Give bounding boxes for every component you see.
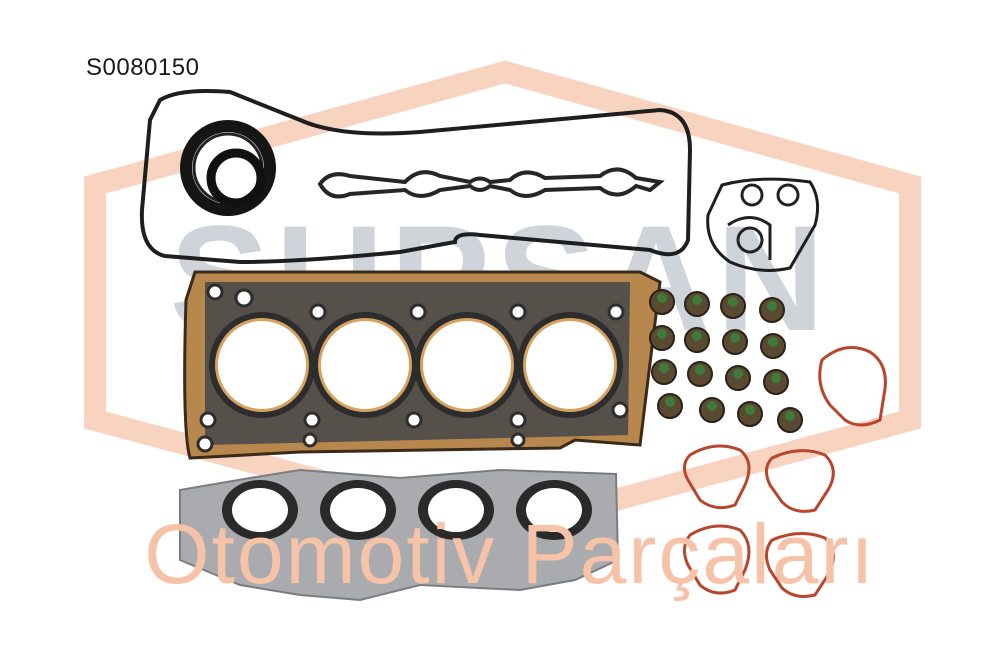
product-code: S0080150: [86, 54, 200, 81]
head-bolt-holes: [196, 283, 629, 453]
timing-cover-gasket: [706, 177, 820, 272]
spark-plug-seal-strip: [317, 167, 665, 199]
intake-gaskets: [683, 346, 887, 598]
valve-cover-gasket: [139, 89, 693, 265]
cylinder-bores: [209, 312, 623, 418]
watermark-hexagon: [84, 60, 921, 542]
cam-oil-seal: [206, 148, 266, 208]
exhaust-ports: [222, 480, 592, 540]
watermark-subtitle: Otomotiv Parçaları: [144, 507, 876, 601]
